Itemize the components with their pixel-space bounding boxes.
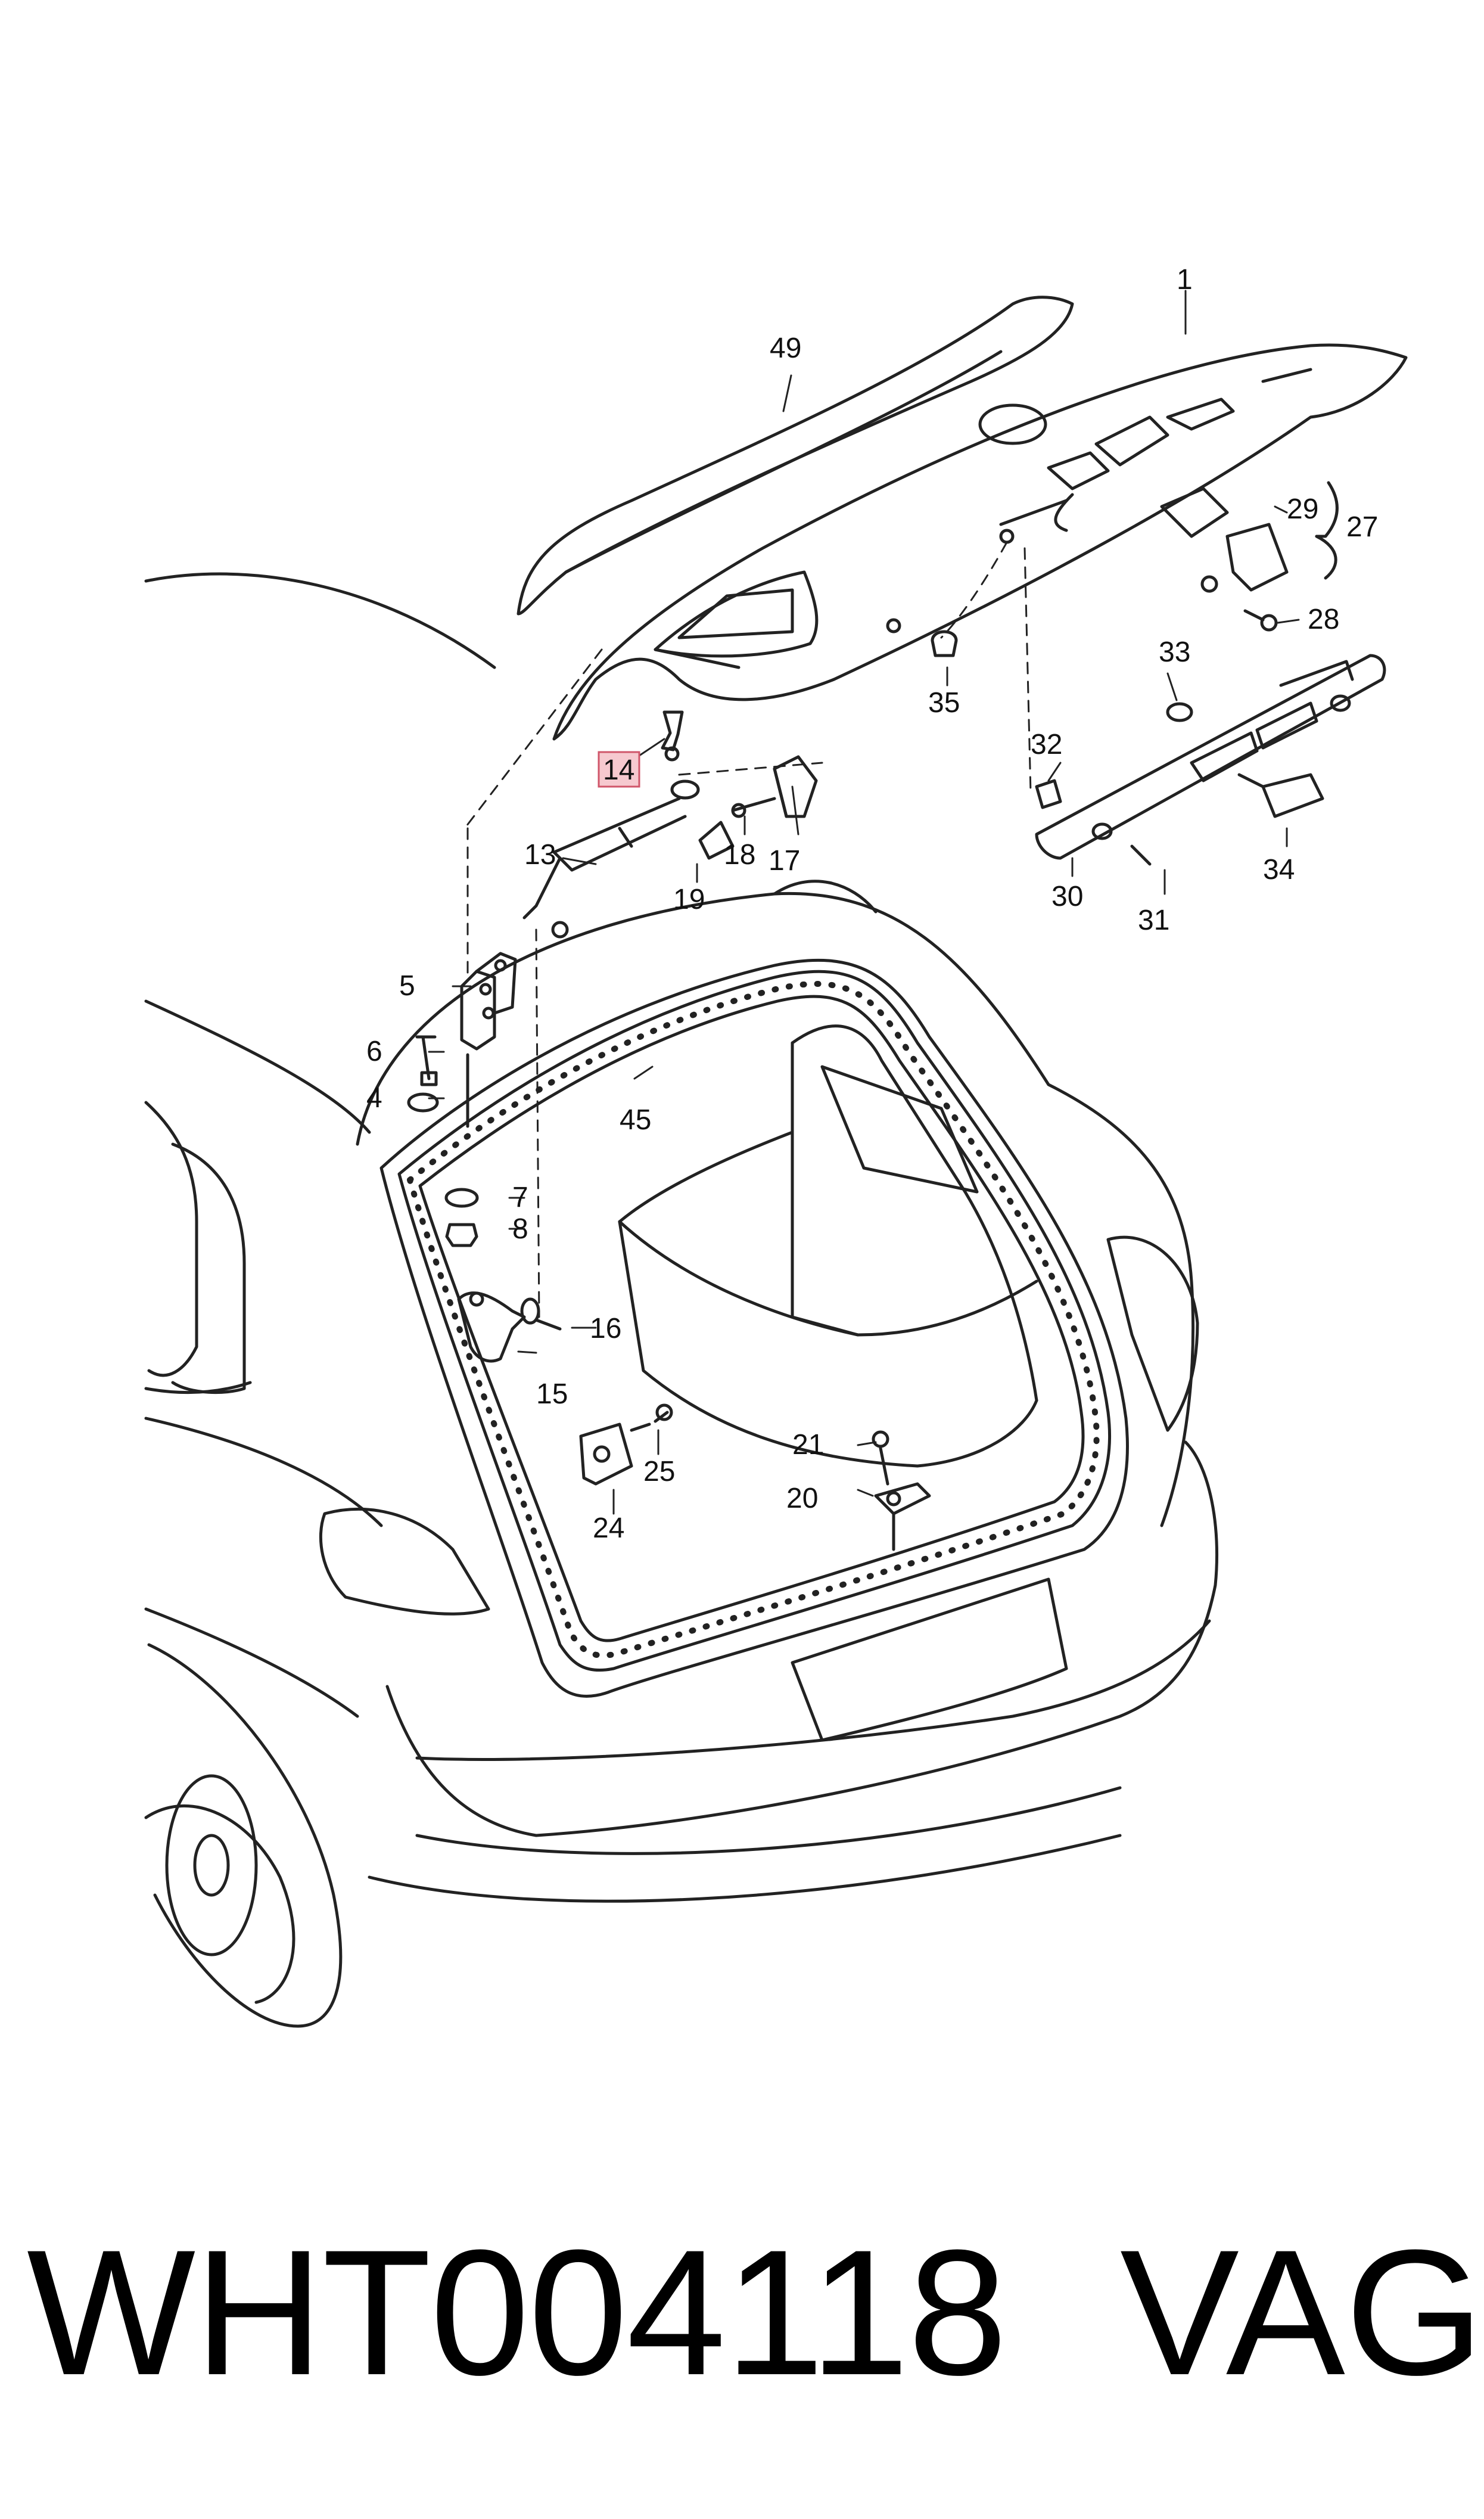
callout-49: 49 bbox=[770, 333, 801, 364]
clip-34 bbox=[1237, 773, 1324, 818]
buffer-24 bbox=[579, 1403, 673, 1486]
callout-24: 24 bbox=[593, 1512, 624, 1544]
assembly-lines bbox=[463, 541, 1032, 1318]
callout-25: 25 bbox=[643, 1456, 675, 1487]
gas-strut bbox=[522, 779, 700, 939]
spoiler bbox=[517, 296, 1074, 616]
tailgate-seal bbox=[397, 970, 1111, 1672]
leader-lines bbox=[428, 290, 1300, 1515]
callout-27: 27 bbox=[1346, 511, 1378, 543]
callout-4: 4 bbox=[366, 1082, 382, 1114]
brand-label: VAG bbox=[1120, 2212, 1484, 2412]
callout-31: 31 bbox=[1138, 905, 1169, 936]
nut-33 bbox=[1166, 702, 1193, 722]
callout-14-highlight bbox=[598, 751, 640, 788]
callout-13: 13 bbox=[524, 839, 556, 871]
hinge-assembly bbox=[407, 952, 517, 1247]
handle-parts bbox=[698, 755, 818, 860]
clip-32 bbox=[1035, 779, 1062, 809]
clip-35 bbox=[931, 630, 958, 657]
callout-16: 16 bbox=[590, 1313, 621, 1344]
part-number: WHT004118 bbox=[27, 2212, 1007, 2412]
callout-8: 8 bbox=[512, 1213, 528, 1245]
callout-6: 6 bbox=[366, 1036, 382, 1067]
callout-21: 21 bbox=[792, 1429, 824, 1461]
callout-labels: 1 49 14 13 5 6 4 7 8 16 15 45 17 18 19 2… bbox=[366, 264, 1378, 1544]
callout-18: 18 bbox=[724, 839, 755, 871]
callout-30: 30 bbox=[1051, 881, 1083, 912]
striker-20 bbox=[872, 1430, 931, 1551]
callout-7: 7 bbox=[512, 1182, 528, 1213]
callout-5: 5 bbox=[399, 970, 415, 1002]
callout-29: 29 bbox=[1287, 493, 1318, 525]
callout-45: 45 bbox=[620, 1104, 651, 1136]
strut-bracket bbox=[457, 1291, 562, 1363]
callout-1: 1 bbox=[1177, 264, 1193, 296]
car-body bbox=[144, 572, 1219, 2028]
callout-14: 14 bbox=[603, 754, 634, 786]
callout-35: 35 bbox=[928, 687, 960, 719]
callout-28: 28 bbox=[1308, 604, 1339, 635]
callout-19: 19 bbox=[673, 884, 705, 915]
callout-34: 34 bbox=[1263, 854, 1295, 886]
lower-trim-30 bbox=[1035, 654, 1386, 866]
callout-20: 20 bbox=[786, 1483, 818, 1514]
callout-17: 17 bbox=[769, 845, 800, 877]
ball-stud-14 bbox=[661, 710, 684, 762]
callout-15: 15 bbox=[536, 1378, 568, 1410]
callout-32: 32 bbox=[1031, 729, 1062, 760]
tailgate-trim-panel bbox=[552, 343, 1408, 741]
footer: WHT004118 VAG bbox=[0, 2205, 1484, 2491]
callout-33: 33 bbox=[1159, 636, 1190, 668]
lock-27 bbox=[1160, 481, 1339, 632]
